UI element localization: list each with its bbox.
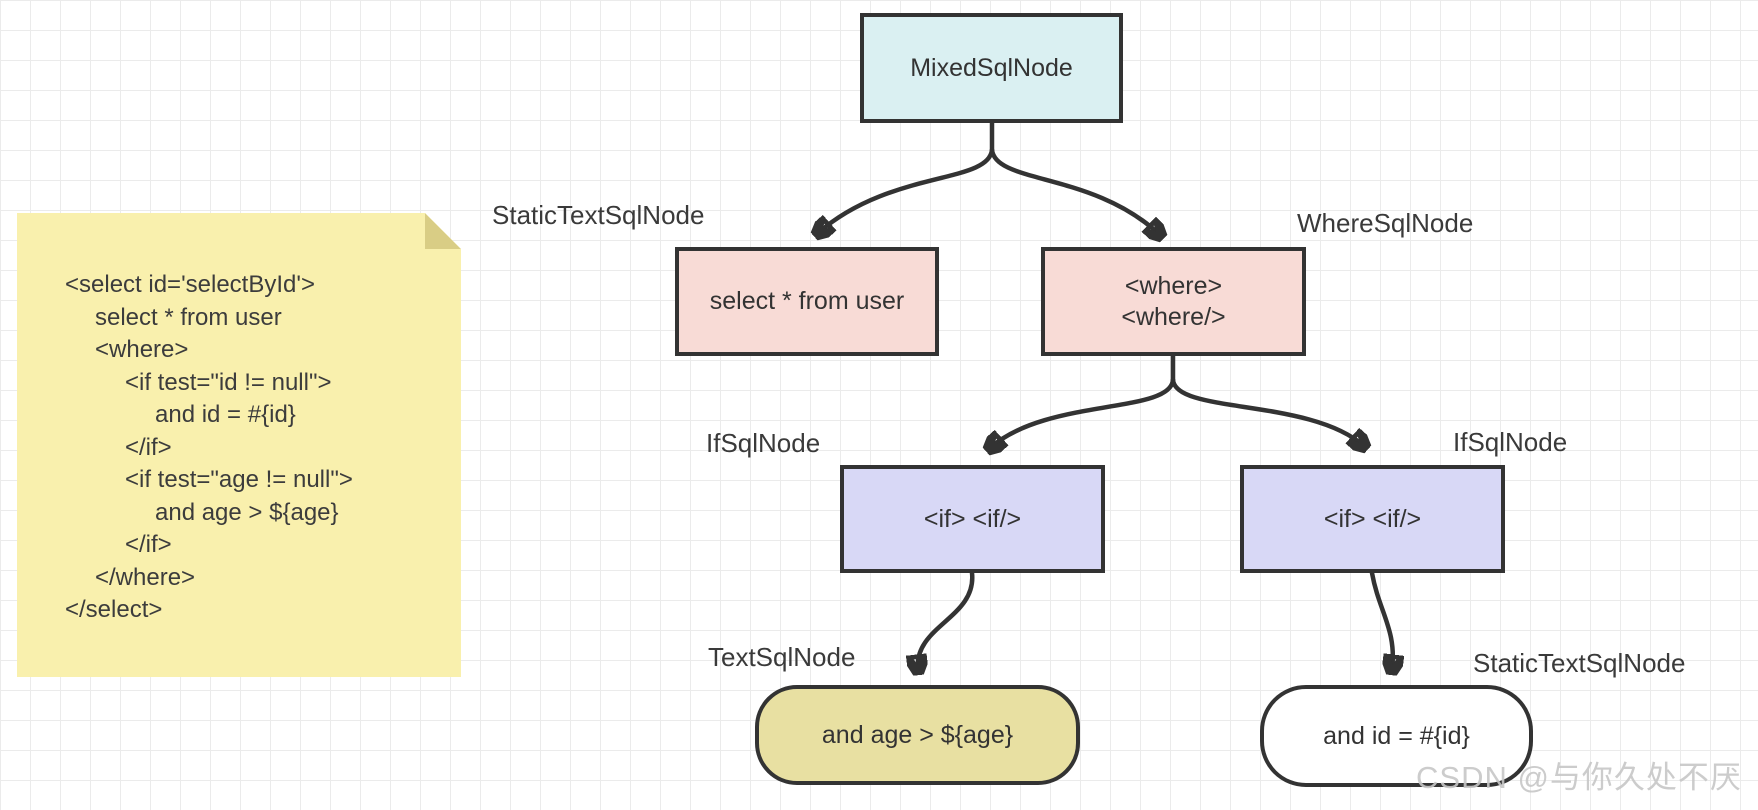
ifsqlnode-box-left: <if> <if/> — [840, 465, 1105, 573]
textsqlnode-box: and age > ${age} — [755, 685, 1080, 785]
statictextsqlnode-left-text: select * from user — [709, 287, 905, 315]
code-line: <if test="id != null"> — [125, 368, 332, 396]
type-label-ifsqlnode-right: IfSqlNode — [1453, 427, 1568, 457]
statictextsqlnode-right-text: and id = #{id} — [1323, 721, 1470, 750]
code-line: <select id='selectById'> — [65, 271, 315, 298]
wheresqlnode-text-line2: <where/> — [1121, 302, 1226, 331]
ifsqlnode-box-right: <if> <if/> — [1240, 465, 1505, 573]
mixedsqlnode-text: MixedSqlNode — [910, 53, 1073, 82]
csdn-watermark: CSDN @与你久处不厌 — [1416, 760, 1742, 795]
note-code-block: <select id='selectById'> select * from us… — [65, 269, 447, 627]
code-line: <where> — [95, 336, 189, 363]
type-label-textsqlnode: TextSqlNode — [708, 642, 856, 672]
textsqlnode-text: and age > ${age} — [821, 720, 1014, 749]
statictextsqlnode-box-right: and id = #{id} — [1260, 685, 1533, 787]
mixedsqlnode-box: MixedSqlNode — [860, 13, 1123, 123]
type-label-ifsqlnode-left: IfSqlNode — [706, 428, 821, 458]
type-label-statictextsqlnode-right: StaticTextSqlNode — [1473, 648, 1686, 678]
edge-root-to-statictext — [818, 147, 995, 233]
edge-ifright-to-statictext — [1369, 570, 1393, 670]
code-line: </where> — [95, 563, 196, 591]
wheresqlnode-box: <where> <where/> — [1041, 247, 1306, 356]
code-line: </if> — [125, 531, 172, 558]
type-label-statictextsqlnode-left: StaticTextSqlNode — [492, 200, 705, 230]
code-line: and age > ${age} — [155, 498, 339, 526]
edge-where-to-if-left — [990, 377, 1176, 448]
edge-root-to-where — [989, 147, 1160, 235]
code-line: <if test="age != null"> — [125, 466, 353, 493]
statictextsqlnode-box-left: select * from user — [675, 247, 939, 356]
ifsqlnode-left-text: <if> <if/> — [923, 504, 1022, 533]
edge-where-to-if-right — [1170, 377, 1364, 446]
edge-ifleft-to-textnode — [918, 570, 975, 670]
wheresqlnode-text-line1: <where> — [1124, 271, 1223, 300]
code-line: and id = #{id} — [155, 401, 296, 428]
code-line: </if> — [125, 433, 172, 461]
sticky-note: <select id='selectById'> select * from us… — [17, 213, 461, 677]
ifsqlnode-right-text: <if> <if/> — [1323, 504, 1422, 533]
code-line: </select> — [65, 596, 163, 623]
code-line: select * from user — [95, 303, 282, 331]
note-fold-corner-icon — [425, 213, 461, 249]
type-label-wheresqlnode: WhereSqlNode — [1297, 208, 1474, 238]
